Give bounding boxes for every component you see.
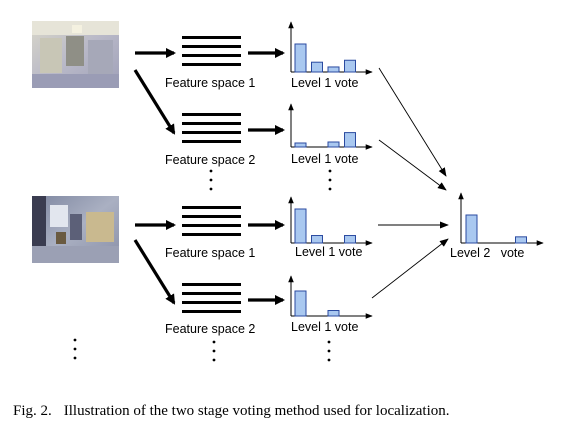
level2-vote-label: Level 2 vote: [450, 246, 524, 260]
level1-vote-label: Level 1 vote: [291, 320, 358, 334]
feature-space-stack: [182, 206, 241, 236]
figure-number: Fig. 2.: [13, 403, 52, 419]
feature-space-label: Feature space 1: [165, 76, 255, 90]
figure-caption: Fig. 2. Illustration of the two stage vot…: [13, 403, 450, 420]
histogram-bar: [311, 61, 323, 73]
histogram-axes: [288, 21, 544, 319]
figure-caption-text: Illustration of the two stage voting met…: [63, 403, 450, 419]
kitchen-photo: [32, 21, 119, 88]
ellipsis-dots: [73, 169, 332, 362]
level1-vote-label: Level 1 vote: [291, 152, 358, 166]
histogram-bar: [327, 141, 340, 148]
feature-space-label: Feature space 2: [165, 153, 255, 167]
histogram-bar: [294, 208, 307, 244]
feature-space-label: Feature space 2: [165, 322, 255, 336]
histogram-bar: [294, 142, 307, 148]
histogram-bar: [515, 236, 527, 244]
histogram-bar: [311, 235, 323, 244]
histogram-bar: [327, 310, 340, 317]
histogram-bar: [465, 214, 478, 244]
feature-space-stack: [182, 113, 241, 143]
histogram-bars: [294, 43, 527, 317]
feature-space-stack: [182, 283, 241, 313]
histogram-bar: [327, 66, 340, 73]
histogram-bar: [344, 132, 356, 148]
feature-space-stack: [182, 36, 241, 66]
histogram-bar: [294, 290, 307, 317]
thick-arrows: [133, 47, 286, 306]
room-photo: [32, 196, 119, 263]
level1-vote-label: Level 1 vote: [291, 76, 358, 90]
histogram-bar: [344, 235, 356, 244]
thin-arrows: [371, 67, 449, 299]
feature-space-label: Feature space 1: [165, 246, 255, 260]
histogram-bar: [294, 43, 307, 73]
histogram-bar: [344, 59, 356, 73]
level1-vote-label: Level 1 vote: [295, 245, 362, 259]
voting-diagram: Feature space 1 Feature space 2 Feature …: [32, 21, 544, 362]
